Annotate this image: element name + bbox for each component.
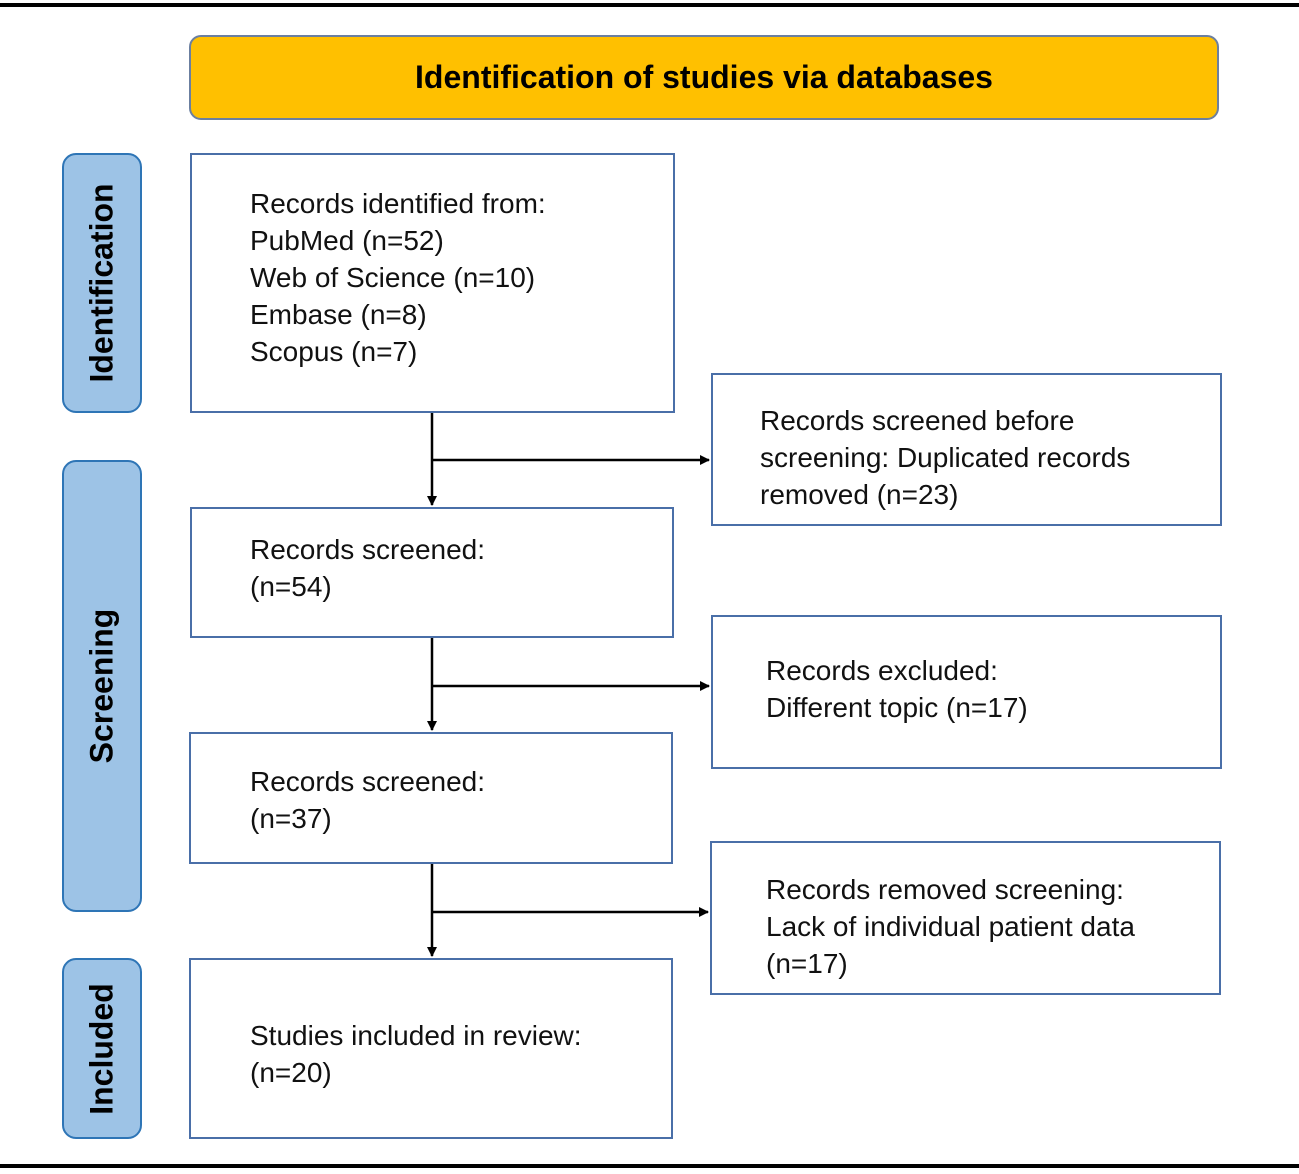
source-pubmed: PubMed (n=52) [250,225,444,256]
records-excluded-heading: Records excluded: [766,655,998,686]
records-screened-1-heading: Records screened: [250,534,486,565]
records-screened-2-heading: Records screened: [250,766,486,797]
records-screened-2-count: (n=37) [250,803,332,834]
records-removed-reason: Lack of individual patient data [766,911,1135,942]
studies-included-count: (n=20) [250,1057,332,1088]
records-screened-1-count: (n=54) [250,571,332,602]
duplicates-removed-box: Records screened before screening: Dupli… [711,373,1222,526]
top-rule [0,3,1299,7]
records-removed-heading: Records removed screening: [766,874,1124,905]
phase-included: Included [62,958,142,1139]
phase-screening: Screening [62,460,142,912]
duplicates-removed-line-2: screening: Duplicated records [760,442,1131,473]
records-removed-box: Records removed screening: Lack of indiv… [710,841,1221,995]
source-web-of-science: Web of Science (n=10) [250,262,536,293]
duplicates-removed-line-1: Records screened before [760,405,1075,436]
header-title: Identification of studies via databases [415,59,993,95]
source-scopus: Scopus (n=7) [250,336,418,367]
records-removed-count: (n=17) [766,948,848,979]
studies-included-heading: Studies included in review: [250,1020,582,1051]
header-banner: Identification of studies via databases [189,35,1219,120]
bottom-rule [0,1164,1299,1168]
records-identified-box: Records identified from: PubMed (n=52) W… [190,153,675,413]
records-excluded-box: Records excluded: Different topic (n=17) [711,615,1222,769]
source-embase: Embase (n=8) [250,299,427,330]
records-screened-box-2: Records screened: (n=37) [189,732,673,864]
records-screened-box-1: Records screened: (n=54) [190,507,674,638]
phase-identification: Identification [62,153,142,413]
records-identified-heading: Records identified from: [250,188,546,219]
records-excluded-reason: Different topic (n=17) [766,692,1028,723]
studies-included-box: Studies included in review: (n=20) [189,958,673,1139]
duplicates-removed-line-3: removed (n=23) [760,479,959,510]
